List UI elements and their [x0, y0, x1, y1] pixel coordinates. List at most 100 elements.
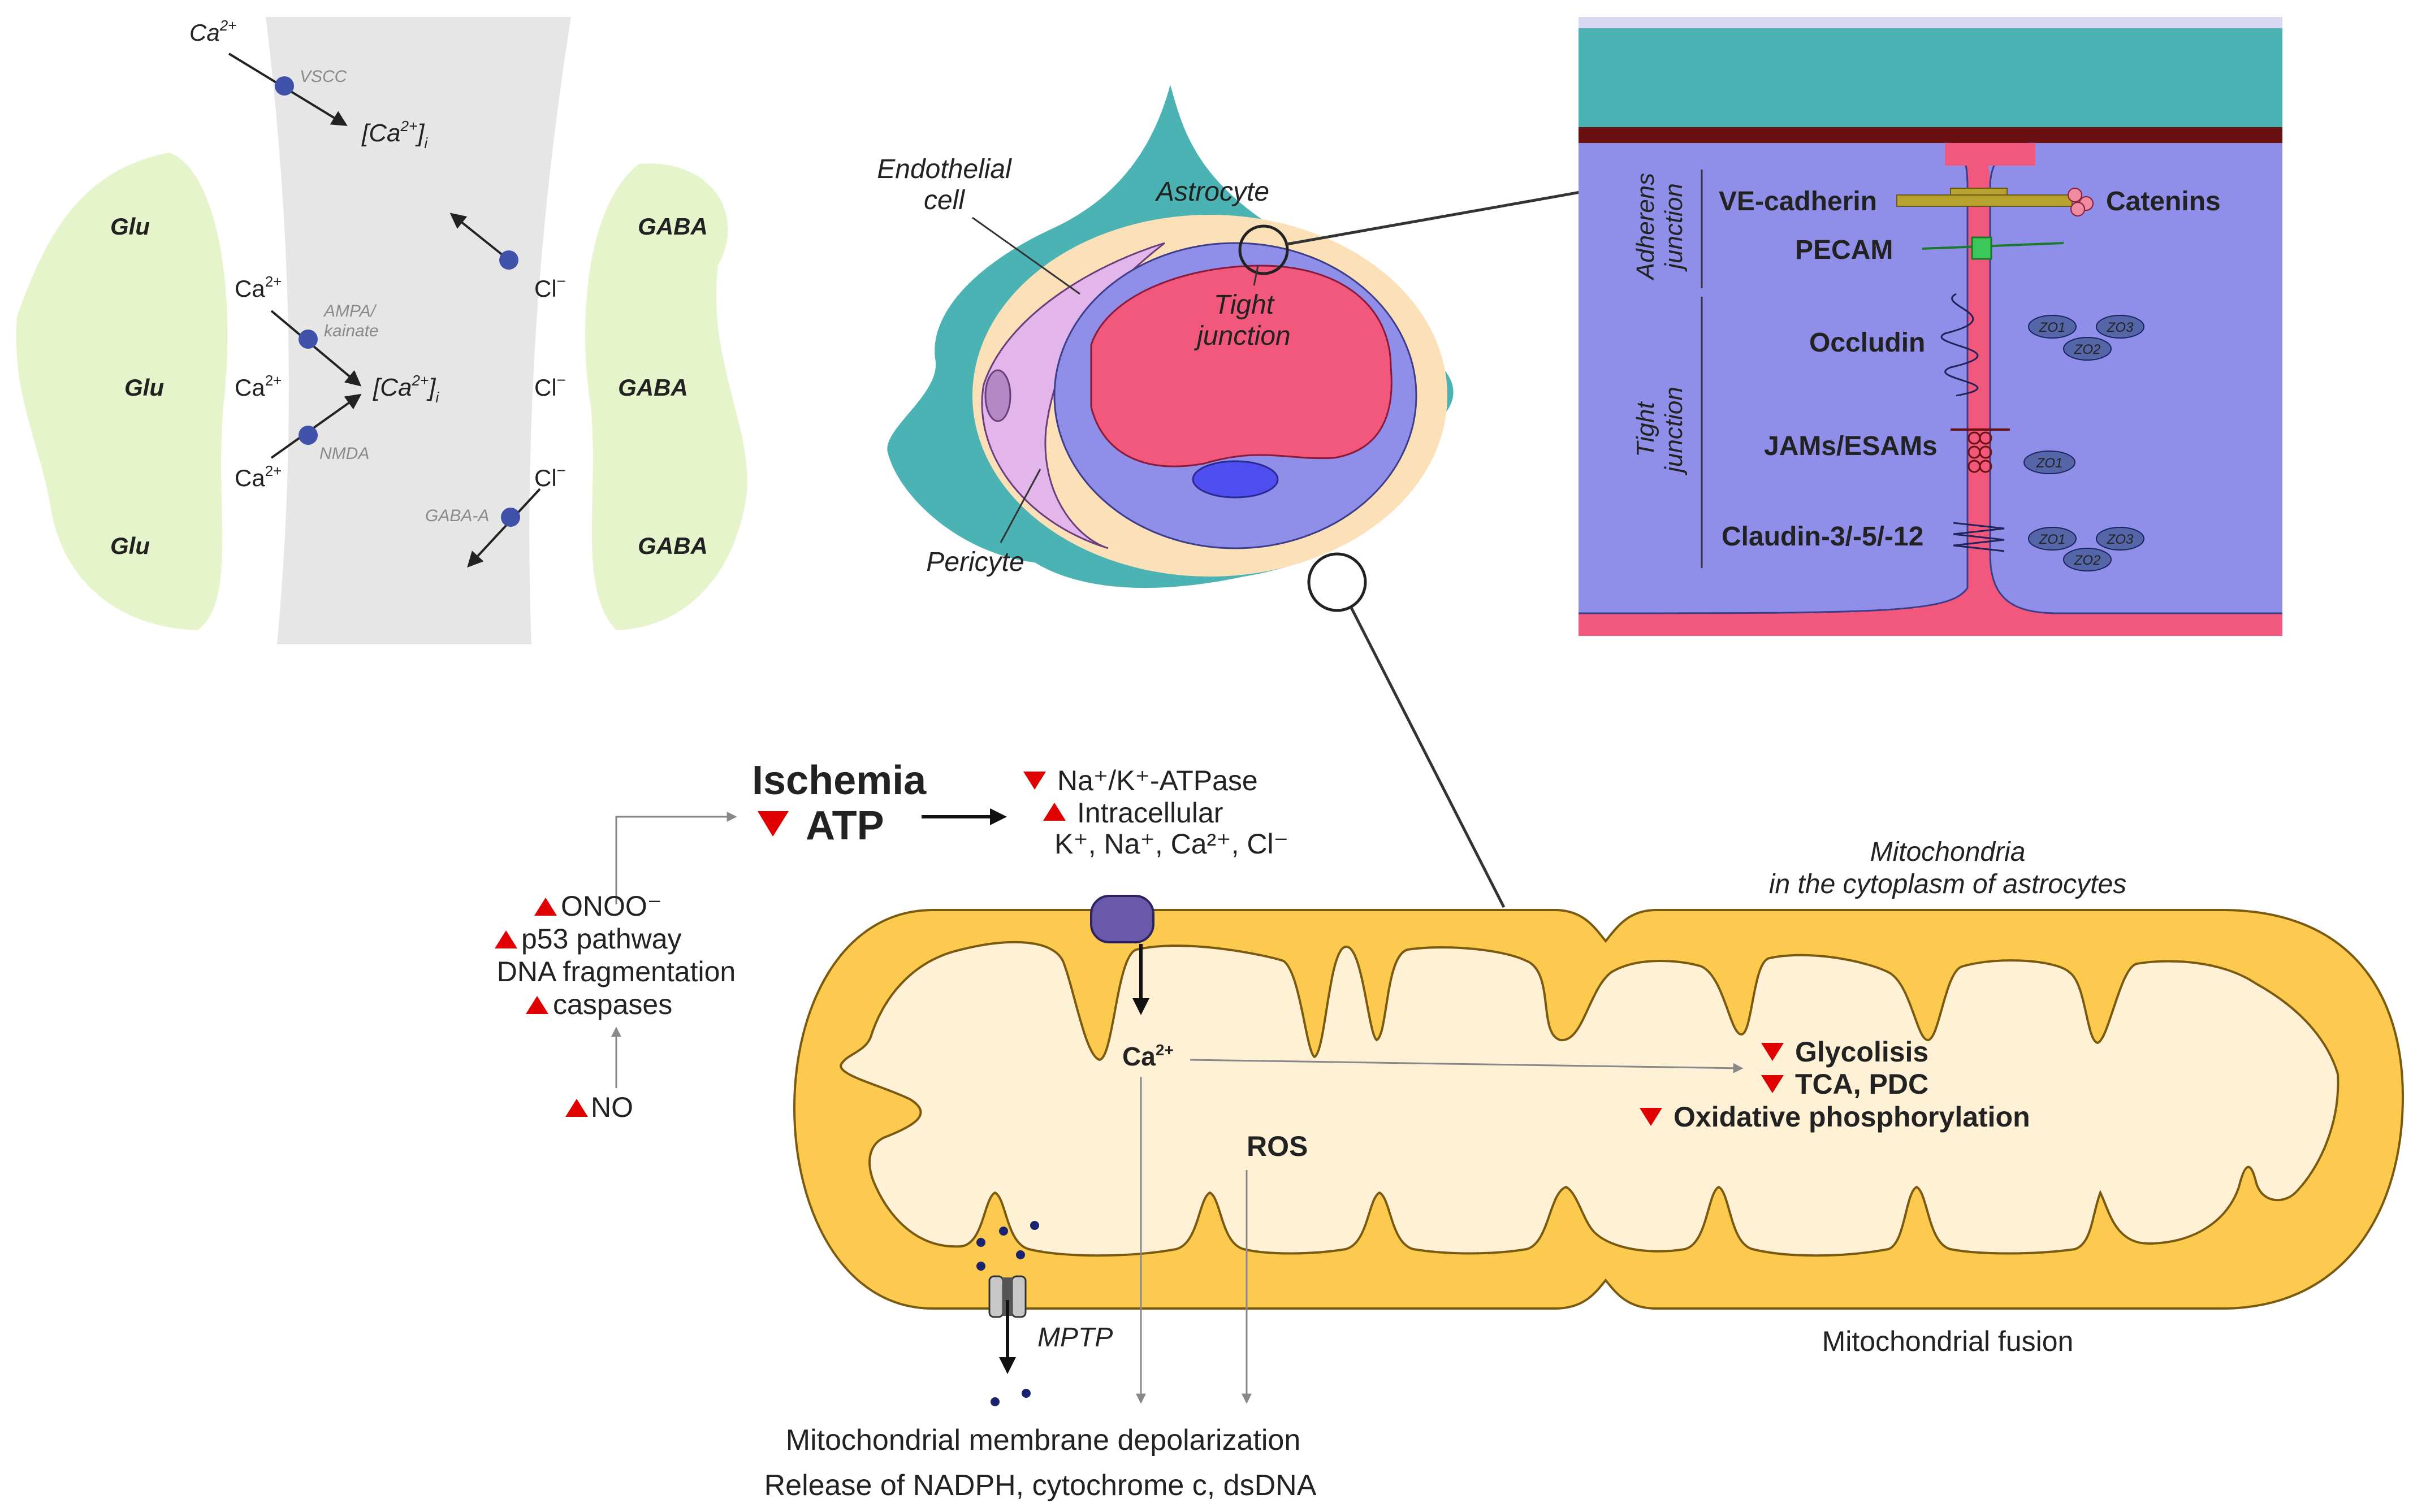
glycolysis-down-triangle: [1761, 1043, 1784, 1061]
ampa-ca-label: Ca2+: [235, 273, 282, 302]
tca-down-triangle: [1761, 1075, 1784, 1093]
basement-top: [1579, 17, 2282, 28]
p53-label: p53 pathway: [521, 923, 682, 955]
oxphos-label: Oxidative phosphorylation: [1673, 1101, 2030, 1133]
feedback-arrow: [615, 812, 737, 904]
pericyte-label: Pericyte: [926, 547, 1024, 577]
ros-label: ROS: [1247, 1130, 1308, 1162]
vscc-ca-label: Ca2+: [189, 17, 236, 46]
gaba-label-1: GABA: [638, 213, 708, 240]
ischemia-cascade: Ischemia ATP Na⁺/K⁺-ATPase Intracellular…: [495, 758, 1288, 1123]
ions-label: K⁺, Na⁺, Ca²⁺, Cl⁻: [1054, 828, 1288, 860]
fusion-label: Mitochondrial fusion: [1822, 1325, 2074, 1357]
claudin-strand: [1953, 522, 2005, 552]
glu-neuron: [16, 153, 228, 630]
vscc-label: VSCC: [300, 67, 347, 86]
tight-junction-label-panel: junction: [1660, 387, 1688, 475]
zo1-label-upper: ZO1: [2039, 320, 2066, 335]
gaba-a-arrow: [467, 488, 541, 568]
zo2-label-upper: ZO2: [2074, 342, 2101, 357]
zo-complex-lower: ZO1 ZO3 ZO2: [2028, 527, 2144, 571]
ampa-label: AMPA/: [323, 302, 377, 320]
nak-label: Na⁺/K⁺-ATPase: [1057, 765, 1258, 796]
zo1-jams: ZO1: [2023, 450, 2075, 474]
ischemia-label: Ischemia: [752, 758, 927, 803]
released-molecules: [976, 1221, 1039, 1406]
mitochondrion-matrix: [840, 941, 2340, 1257]
gaba-a-label: GABA-A: [425, 506, 489, 525]
ca-i-label-2: [Ca2+]i: [373, 372, 439, 406]
atp-down-triangle: [758, 811, 789, 837]
onoo-up-triangle: [534, 898, 557, 916]
ve-cadherin-label: VE-cadherin: [1719, 187, 1877, 216]
tca-label: TCA, PDC: [1795, 1068, 1928, 1100]
endothelial-label: Endothelial: [877, 154, 1012, 184]
glycolysis-label: Glycolisis: [1795, 1036, 1928, 1068]
synapse-panel: Glu Glu Glu GABA GABA GABA Ca2+ VSCC [Ca…: [16, 17, 747, 644]
mitochondria-zoom-circle: [1307, 552, 1367, 612]
adherens-label: Adherens: [1632, 173, 1659, 281]
glu-label-2: Glu: [124, 374, 164, 401]
mitochondria-panel: Mitochondria in the cytoplasm of astrocy…: [764, 837, 2405, 1502]
ve-cadherin-dimer: [1950, 188, 2008, 196]
vessel-lumen: [1090, 265, 1393, 467]
pecam-box: [1971, 236, 1992, 260]
zo1-label-jams: ZO1: [2036, 456, 2063, 471]
basement-membrane: [1579, 127, 2282, 143]
tight-junction-label: Tight: [1214, 290, 1275, 320]
occludin-strand: [1940, 293, 1979, 397]
mito-ca-label: Ca2+: [1122, 1041, 1174, 1071]
tight-junction-zoom-circle: [1238, 224, 1289, 275]
ampa-receptor: [299, 330, 318, 349]
zo1-label-lower: ZO1: [2039, 532, 2066, 547]
astrocyte-layer: [1579, 28, 2282, 127]
zo3-label-upper: ZO3: [2107, 320, 2134, 335]
kainate-label: kainate: [324, 322, 379, 340]
cl-channel-upper: [499, 250, 518, 270]
nmda-arrow: [270, 393, 362, 459]
p53-up-triangle: [495, 930, 517, 948]
zo3-label-lower: ZO3: [2107, 532, 2134, 547]
pecam-label: PECAM: [1795, 235, 1893, 265]
mptp-channel: [988, 1275, 1027, 1318]
endothelial-nucleus: [1192, 460, 1279, 499]
tight-junction-label-2: junction: [1193, 321, 1290, 351]
cl-label-2: Cl−: [534, 371, 566, 401]
depolarization-label: Mitochondrial membrane depolarization: [786, 1424, 1300, 1457]
tight-label: Tight: [1632, 401, 1659, 457]
mito-subtitle: in the cytoplasm of astrocytes: [1769, 869, 2126, 899]
ampa-arrow: [270, 310, 362, 387]
nak-down-triangle: [1023, 772, 1046, 790]
dna-fragmentation-label: DNA fragmentation: [497, 956, 736, 987]
catenin-1: [2068, 188, 2082, 202]
nmda-receptor: [299, 426, 318, 445]
claudin-label: Claudin-3/-5/-12: [1722, 522, 1923, 552]
cleft-top: [1945, 143, 2035, 166]
zoom-line-junction: [1286, 190, 1581, 246]
oxphos-down-triangle: [1640, 1108, 1662, 1126]
mptp-label: MPTP: [1037, 1323, 1113, 1353]
vessel-panel: Endothelial cell Astrocyte Tight junctio…: [877, 85, 1581, 908]
adherens-junction-label: junction: [1660, 183, 1688, 272]
nmda-label: NMDA: [319, 444, 369, 463]
onoo-label: ONOO⁻: [561, 890, 662, 922]
zo-complex-upper: ZO1 ZO3 ZO2: [2028, 315, 2144, 361]
intracellular-up-triangle: [1043, 803, 1066, 821]
catenin-3: [2070, 202, 2085, 216]
no-label: NO: [591, 1091, 633, 1123]
astrocyte-label: Astrocyte: [1154, 177, 1269, 207]
glu-label-3: Glu: [110, 532, 150, 559]
caspases-up-triangle: [526, 996, 548, 1014]
zoom-line-mitochondria: [1350, 606, 1506, 908]
glu-label-1: Glu: [110, 213, 150, 240]
cl-label-1: Cl−: [534, 272, 566, 302]
gaba-neuron: [585, 163, 747, 630]
vscc-receptor: [275, 76, 294, 96]
cl-efflux-arrow: [449, 213, 510, 261]
release-label: Release of NADPH, cytochrome c, dsDNA: [764, 1469, 1317, 1502]
ion-transporter: [1090, 895, 1154, 943]
pecam-line: [1922, 242, 2064, 250]
pericyte-leader-line: [1000, 469, 1041, 543]
ca-to-metabolism-arrow: [1190, 1059, 1744, 1073]
